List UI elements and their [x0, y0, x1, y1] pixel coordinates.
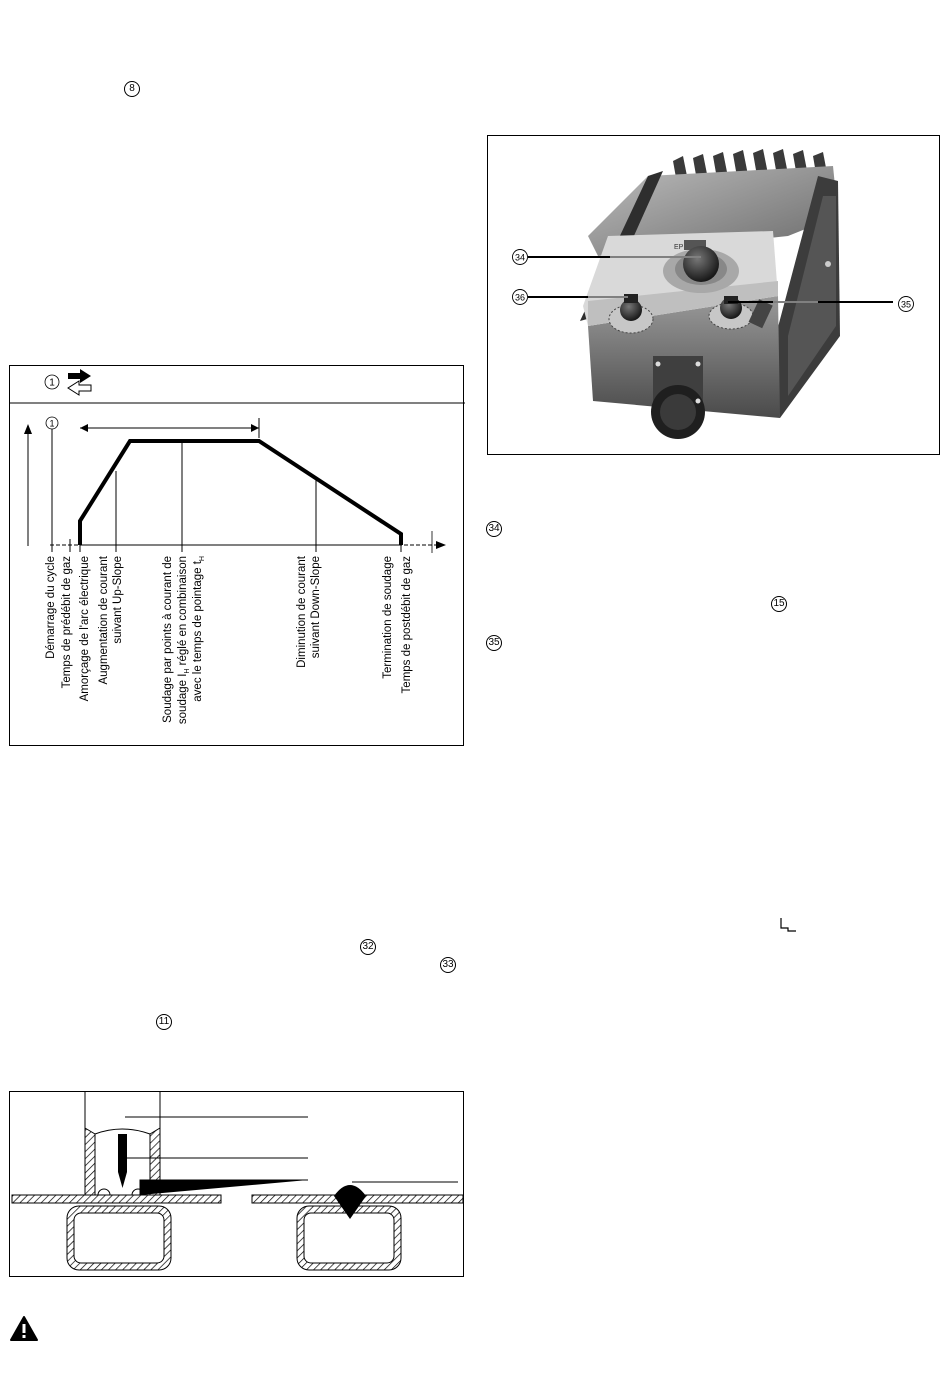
device-photo: EP 34 36 [512, 149, 914, 439]
callout-35: 35 [901, 300, 911, 310]
electrode [118, 1134, 127, 1188]
label-gas-preflow: Temps de prédébit de gaz [61, 556, 73, 689]
ref-marker-15: 15 [771, 596, 787, 612]
torch-nozzle [84, 1092, 161, 1196]
ref-marker-32: 32 [360, 939, 376, 955]
spot-welding-symbol-icon [780, 918, 796, 932]
header-marker-circle [44, 374, 60, 390]
cycle-diagram: 1 1 [10, 369, 465, 724]
warning-triangle-icon [10, 1316, 38, 1341]
leader-lines [51, 429, 402, 552]
device-photo-panel: EP 34 36 [487, 135, 940, 455]
spot-weld-cross-section-panel [9, 1091, 464, 1277]
section-leader-lines [123, 1116, 458, 1195]
ref-marker-33: 33 [440, 957, 456, 973]
weld-nugget [334, 1185, 366, 1219]
device-plate-text: EP [674, 244, 684, 251]
ref-marker-8: 8 [124, 81, 140, 97]
axis-marker: 1 [49, 419, 54, 429]
label-spot-line1: Soudage par points à courant de [162, 556, 174, 723]
header-marker: 1 [49, 378, 55, 389]
label-upslope-line1: Augmentation de courant [98, 555, 110, 684]
left-knob [620, 299, 642, 321]
item-marker-35: 35 [486, 635, 502, 651]
filled-arrow-right-icon [68, 369, 91, 383]
label-weld-end: Termination de soudage [382, 556, 394, 679]
label-arc-ignition: Amorçage de l'arc électrique [79, 556, 91, 701]
label-downslope-line1: Diminution de courant [296, 555, 308, 668]
label-downslope-line2: suivant Down-Slope [310, 556, 322, 658]
label-gas-postflow: Temps de postdébit de gaz [401, 556, 413, 694]
spot-weld-cross-section [11, 1092, 464, 1271]
callout-36: 36 [515, 293, 525, 303]
label-upslope-line2: suivant Up-Slope [112, 556, 124, 644]
outline-arrow-left-icon [67, 380, 92, 396]
horizontal-axis [50, 531, 446, 553]
label-spot-line2: soudage IH réglé en combinaison [177, 556, 191, 724]
callout-34: 34 [515, 253, 525, 263]
label-spot-line3: avec le temps de pointage tH [192, 556, 206, 702]
label-cycle-start: Démarrage du cycle [45, 556, 57, 659]
current-profile-curve [78, 439, 403, 545]
main-knob [683, 246, 719, 282]
spot-time-duration-arrow [80, 418, 260, 438]
vertical-axis [24, 424, 32, 546]
ref-marker-11: 11 [156, 1014, 172, 1030]
item-marker-34: 34 [486, 521, 502, 537]
cycle-diagram-panel: 1 1 [9, 365, 465, 746]
